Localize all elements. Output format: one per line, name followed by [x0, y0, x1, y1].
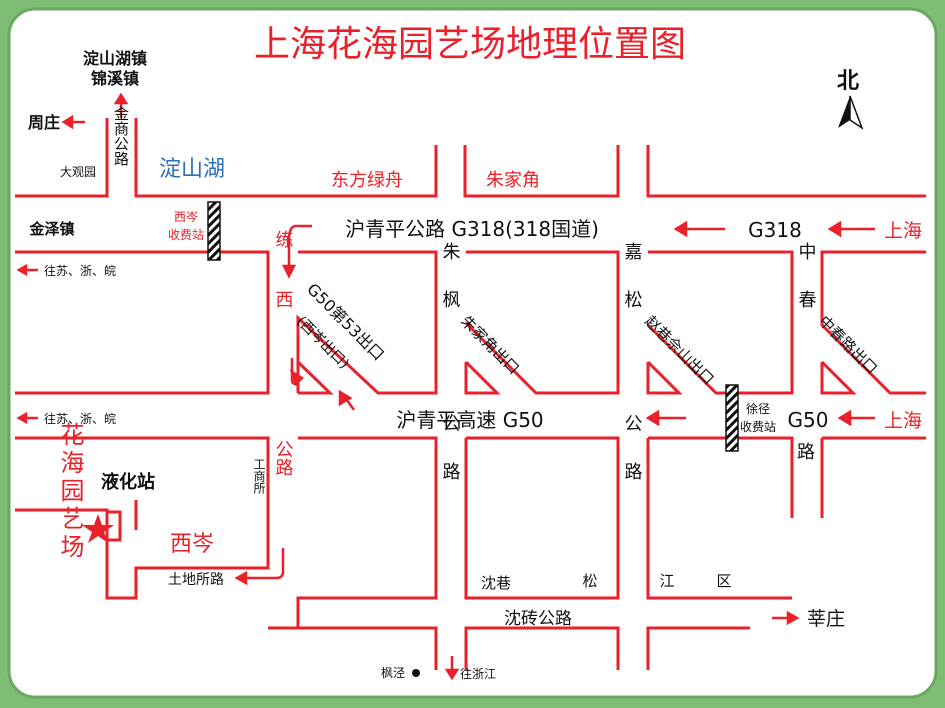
- arrow-up-icon: [113, 92, 129, 105]
- xujing-toll-booth-icon: [725, 384, 739, 452]
- label-shenxiang: 沈巷: [481, 574, 511, 592]
- road-edge: [268, 626, 438, 670]
- label-g318: G318: [748, 218, 802, 242]
- label-zhongchun-lower: 路: [797, 442, 815, 463]
- exit-arrow-icon: [289, 369, 305, 387]
- label-jiang: 江: [659, 572, 674, 590]
- label-lianxi-lower: 公路: [273, 440, 294, 476]
- label-daguanyuan: 大观园: [60, 165, 96, 179]
- label-xicen-toll-2: 收费站: [168, 228, 204, 242]
- road-edge: [296, 360, 334, 395]
- label-dongfang-lvzhou: 东方绿舟: [331, 170, 403, 191]
- arrow-left-icon: [16, 411, 28, 425]
- label-to-su-zhe-wan-top: 往苏、浙、皖: [44, 263, 116, 278]
- label-dianshanhu: 淀山湖: [159, 157, 225, 182]
- road-edge: [646, 438, 792, 600]
- label-shanghai-mid: 上海: [884, 410, 922, 432]
- label-zhongchun-road: 中春: [796, 242, 817, 338]
- road-edge: [464, 436, 620, 600]
- arrow-right-icon: [786, 610, 800, 626]
- label-xicen: 西岑: [170, 532, 214, 557]
- road-edge: [296, 436, 438, 628]
- exit-arrow-icon: [338, 389, 353, 407]
- road-edge: [464, 626, 620, 670]
- north-arrow-icon: [838, 96, 850, 128]
- road-edge: [646, 360, 683, 395]
- road-edge: [15, 436, 270, 600]
- page-title: 上海花海园艺场地理位置图: [254, 24, 686, 65]
- road-edge: [15, 250, 270, 395]
- road-edge: [464, 250, 620, 395]
- label-huqingping-road: 沪青平公路 G318(318国道): [345, 217, 599, 241]
- label-jiasong-lower: 公路: [622, 414, 643, 510]
- road-edge: [646, 626, 750, 670]
- road-edge: [648, 436, 794, 518]
- label-yehuazhan: 液化站: [101, 471, 155, 493]
- arrow-left-icon: [837, 409, 852, 427]
- north-label: 北: [837, 69, 859, 94]
- label-g50-highway: 沪青平高速 G50: [396, 408, 543, 432]
- label-jinshang-road: 金商公路: [112, 106, 130, 166]
- label-song: 松: [582, 572, 597, 590]
- label-shenzhuan-road: 沈砖公路: [504, 609, 572, 629]
- label-zhufeng-lower: 公路: [440, 414, 461, 510]
- label-zhouzhuang: 周庄: [28, 113, 60, 132]
- xicen-toll-booth-icon: [207, 201, 221, 261]
- road-edge: [646, 250, 794, 395]
- label-huahai: 花海园艺场: [56, 422, 84, 562]
- label-xinzhuang: 莘庄: [807, 608, 845, 630]
- label-jiasong-road: 嘉松: [622, 242, 643, 338]
- label-shanghai-top: 上海: [884, 220, 922, 242]
- label-xujing-toll-1: 徐径: [746, 401, 770, 416]
- arrow-left-icon: [645, 409, 660, 427]
- location-star-icon: [82, 514, 114, 543]
- label-to-su-zhe-wan-mid: 往苏、浙、皖: [44, 411, 116, 426]
- road-edge: [15, 118, 109, 198]
- north-arrow-icon: [849, 95, 864, 130]
- label-xujing-toll-2: 收费站: [740, 420, 776, 434]
- road-edge: [464, 360, 501, 395]
- arrow-left-icon: [234, 570, 248, 586]
- road-network: [15, 118, 926, 670]
- road-edge: [820, 360, 857, 395]
- label-jinze: 金泽镇: [28, 220, 74, 238]
- road-edge: [820, 250, 926, 395]
- road-edge: [463, 145, 620, 198]
- arrow-left-icon: [16, 263, 28, 277]
- label-gongshangsuo: 工商所: [252, 458, 266, 494]
- label-lianxi-road: 练西: [273, 230, 294, 350]
- map-panel: [7, 7, 938, 699]
- arrow-down-icon: [444, 668, 460, 681]
- exit-arrow-icon: [281, 264, 297, 279]
- road-edge: [646, 145, 926, 198]
- arrow-left-icon: [673, 220, 688, 238]
- label-zhujiajiao: 朱家角: [486, 170, 540, 191]
- arrow-left-icon: [244, 548, 285, 580]
- label-to-zhejiang: 往浙江: [460, 666, 496, 681]
- label-g50: G50: [788, 408, 829, 432]
- road-edge: [107, 510, 122, 542]
- label-zhufeng-road: 朱枫: [440, 242, 461, 338]
- exit-arrow-icon: [287, 224, 312, 268]
- label-qu: 区: [716, 572, 731, 590]
- road-edge: [296, 250, 438, 395]
- label-fengjing: 枫泾: [381, 665, 405, 680]
- road-edge: [134, 118, 438, 198]
- label-dianshan-towns-2: 锦溪镇: [91, 69, 139, 88]
- label-dianshan-towns-1: 淀山湖镇: [83, 49, 147, 68]
- label-tudisuo-road: 土地所路: [168, 572, 224, 588]
- fengjing-dot-icon: [412, 669, 420, 677]
- arrow-left-icon: [827, 220, 842, 238]
- direction-arrows: [16, 92, 875, 681]
- label-xicen-toll-1: 西岑: [174, 210, 198, 224]
- arrow-left-icon: [61, 114, 74, 130]
